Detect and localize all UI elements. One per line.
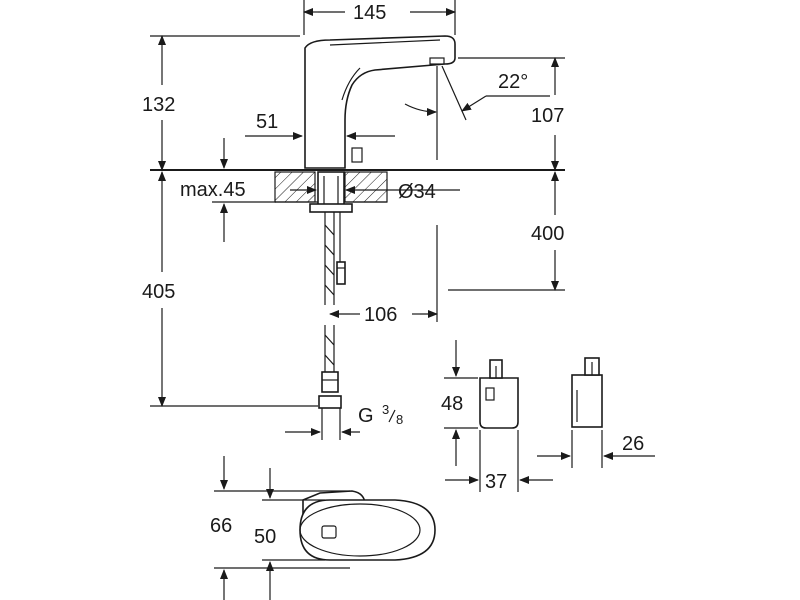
dim-107: 107 [531,105,564,127]
dim-26: 26 [622,433,644,455]
hose-assembly [318,212,346,440]
threaded-shank [309,171,353,213]
dim-thread-g: G [358,405,374,427]
countertop-section [274,171,388,203]
control-box-front [479,359,519,429]
control-box-side [571,357,603,428]
dim-145: 145 [353,2,386,24]
dim-max-45: max.45 [180,179,246,201]
dim-thread-sub: 8 [396,412,403,427]
faucet-side-view [304,35,456,169]
dim-66: 66 [210,515,232,537]
dim-405: 405 [142,281,175,303]
dim-132: 132 [142,94,175,116]
dim-thread-sup: 3 [382,402,389,417]
dim-37: 37 [485,471,507,493]
faucet-top-view [299,490,436,561]
dim-22-degrees: 22° [498,71,528,93]
dim-48: 48 [441,393,463,415]
dim-400: 400 [531,223,564,245]
dim-50: 50 [254,526,276,548]
dim-51: 51 [256,111,278,133]
dim-diameter-34: Ø34 [398,181,436,203]
dim-106: 106 [364,304,397,326]
